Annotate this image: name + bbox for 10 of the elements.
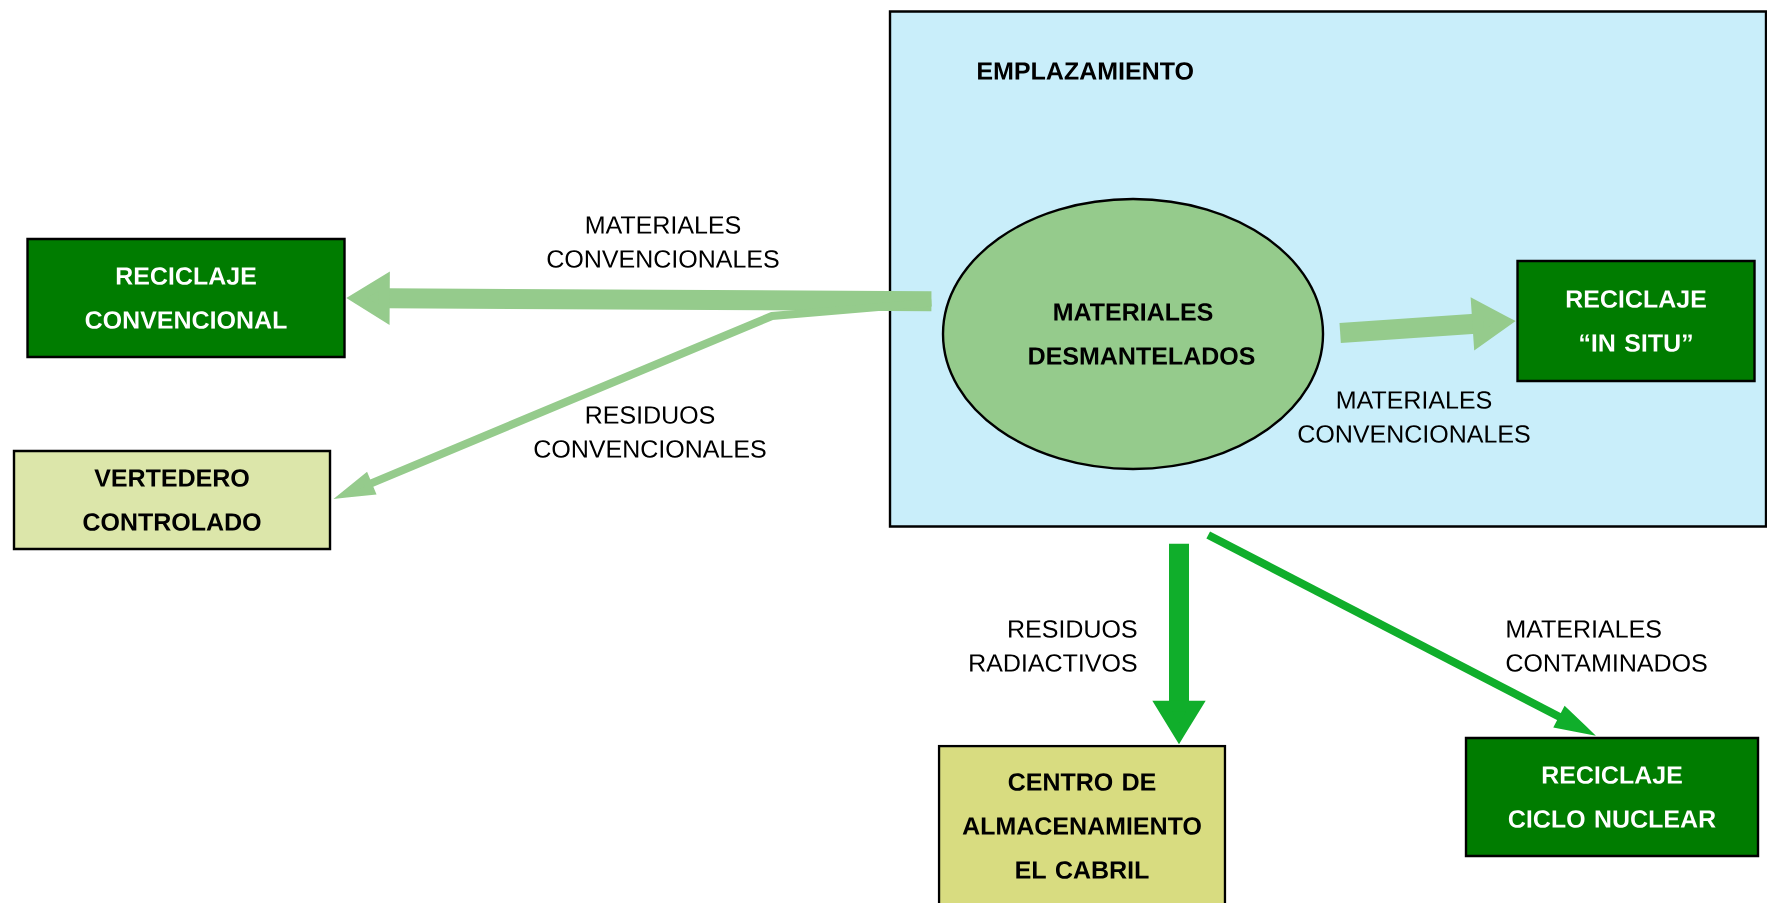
edge-label: RESIDUOS RADIACTIVOS <box>970 620 1137 672</box>
process-box: RECICLAJE “IN SITU” <box>1516 259 1756 383</box>
process-box: RECICLAJE CICLO NUCLEAR <box>1464 736 1760 858</box>
area-heading: EMPLAZAMIENTO <box>978 62 1193 80</box>
edge-label: RESIDUOS CONVENCIONALES <box>534 406 766 458</box>
process-box: RECICLAJE CONVENCIONAL <box>26 237 346 359</box>
process-box: VERTEDERO CONTROLADO <box>12 449 332 551</box>
edge-label: MATERIALES CONTAMINADOS <box>1506 620 1707 672</box>
process-box: CENTRO DE ALMACENAMIENTO EL CABRIL <box>937 744 1227 903</box>
edge-label: MATERIALES CONVENCIONALES <box>547 216 779 268</box>
